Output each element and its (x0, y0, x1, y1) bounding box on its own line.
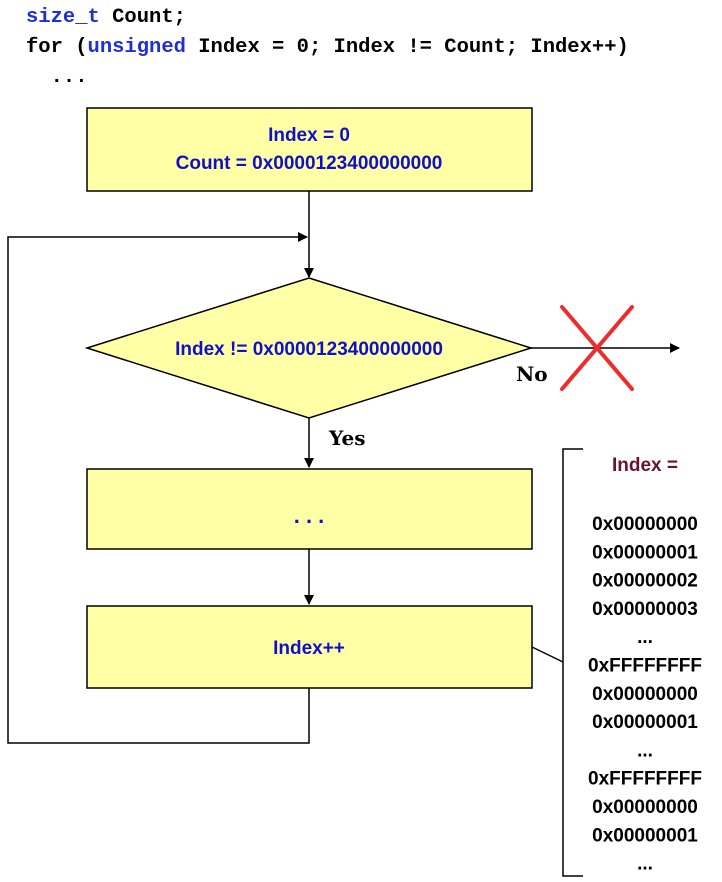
code-line-1: size_t Count; (26, 6, 186, 29)
increment-text: Index++ (273, 638, 345, 659)
index-values-list: 0x00000000 0x00000001 0x00000002 0x00000003… (588, 514, 702, 875)
yes-label: Yes (328, 426, 366, 450)
index-value-item: ... (637, 854, 653, 875)
code-keyword-unsigned: unsigned (87, 36, 186, 59)
index-value-item: 0x00000000 (592, 514, 698, 535)
index-value-item: 0x00000001 (592, 712, 698, 733)
index-values-title: Index = (612, 455, 678, 476)
index-value-item: 0x00000002 (592, 571, 698, 592)
index-value-item: 0x00000003 (592, 599, 698, 620)
code-text: Index = 0; Index != Count; Index++) (185, 36, 629, 59)
code-line-2: for (unsigned Index = 0; Index != Count;… (26, 36, 629, 59)
index-value-item: ... (637, 627, 653, 648)
index-value-item: 0xFFFFFFFF (588, 656, 702, 677)
code-keyword-size-t: size_t (26, 6, 100, 29)
index-value-item: 0x00000000 (592, 684, 698, 705)
code-text: for ( (26, 36, 88, 59)
red-cross-icon (560, 305, 634, 391)
index-value-item: 0x00000001 (592, 825, 698, 846)
body-text: . . . (294, 503, 325, 528)
loop-back-path (7, 232, 310, 744)
index-value-item: 0xFFFFFFFF (588, 769, 702, 790)
code-text: Count; (99, 6, 186, 29)
decision-text: Index != 0x0000123400000000 (175, 339, 443, 360)
no-label: No (516, 362, 548, 386)
code-line-3: ... (26, 66, 88, 89)
index-value-item: ... (637, 740, 653, 761)
index-value-item: 0x00000000 (592, 797, 698, 818)
init-text-line-2: Count = 0x0000123400000000 (176, 153, 443, 174)
values-bracket (562, 448, 583, 877)
bracket-connector (531, 646, 564, 663)
index-value-item: 0x00000001 (592, 542, 698, 563)
init-box (86, 107, 533, 192)
init-text-line-1: Index = 0 (268, 125, 350, 146)
